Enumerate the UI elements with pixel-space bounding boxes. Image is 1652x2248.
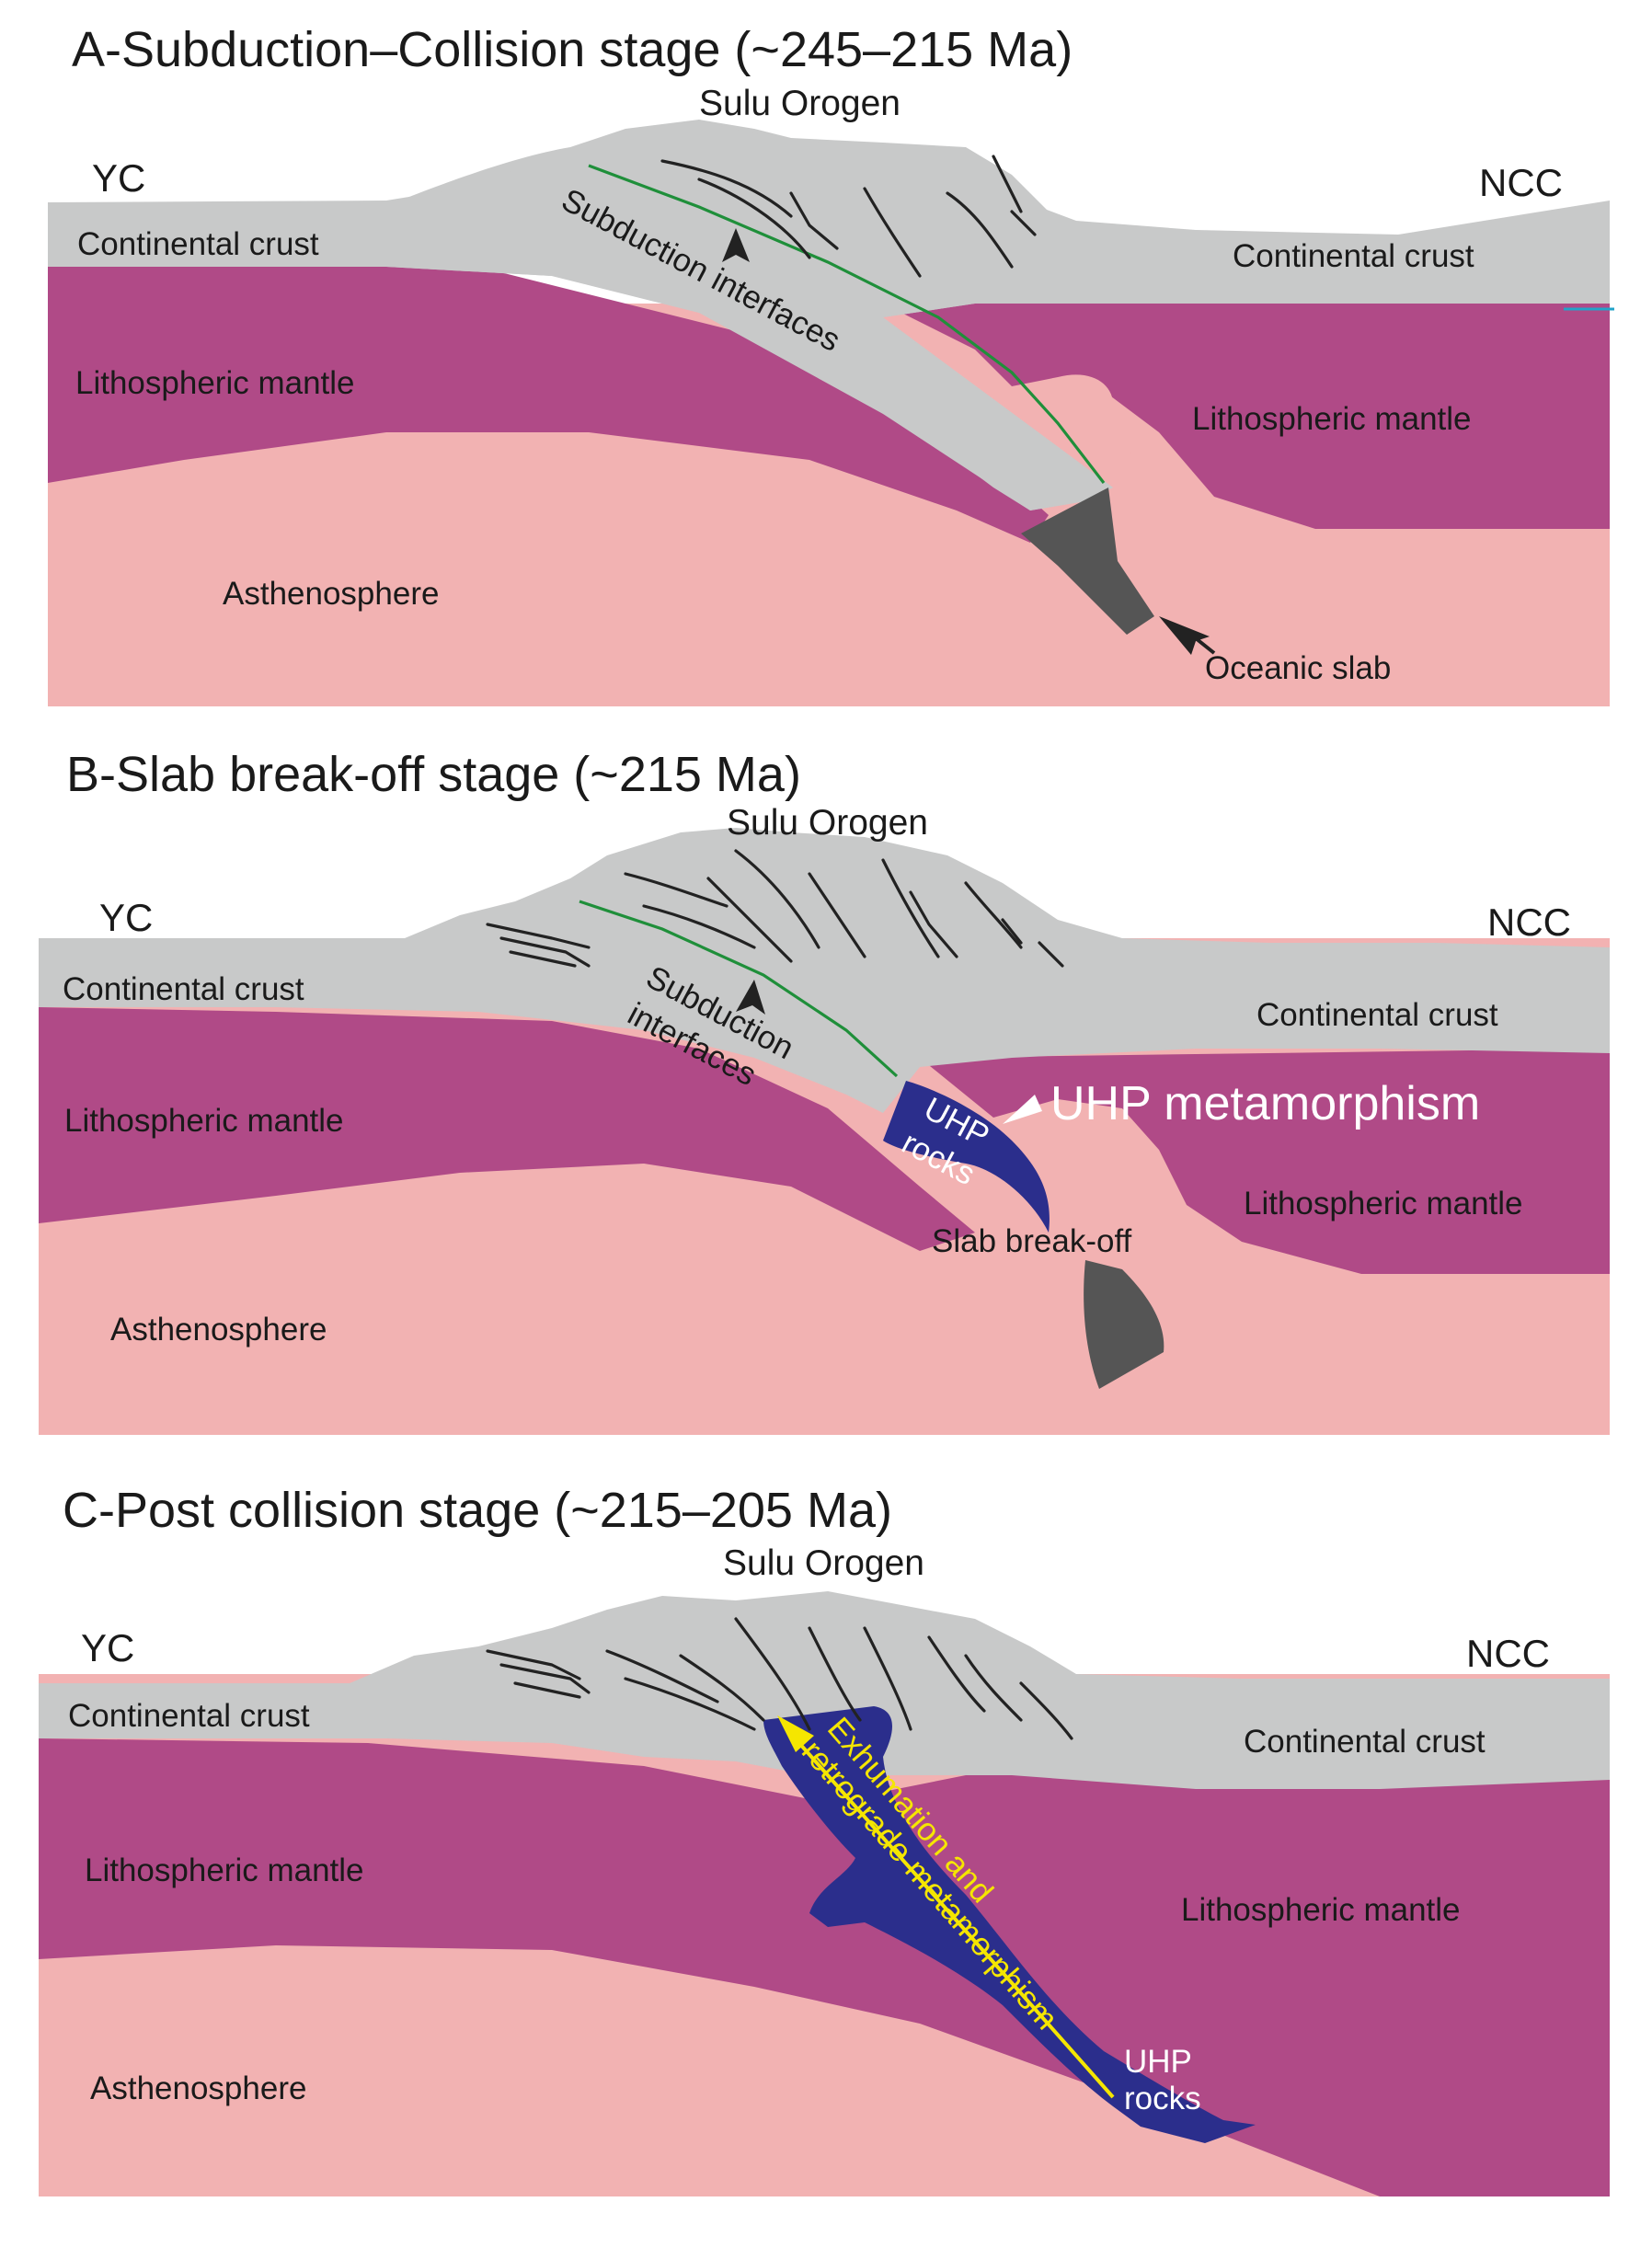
- panel-b-fault-lines: [486, 849, 1064, 968]
- panel-a-slab-arrow: [1159, 616, 1210, 655]
- panel-b-left-plate: YC: [99, 896, 153, 939]
- panel-c-title: C-Post collision stage (~215–205 Ma): [63, 1483, 892, 1538]
- panel-a-slab-arrow-shaft: [1189, 633, 1216, 655]
- panel-b-crust: [39, 828, 1610, 1113]
- panel-a-mantle-right-label: Lithospheric mantle: [1192, 401, 1472, 437]
- panel-a-crust-right-label: Continental crust: [1233, 238, 1474, 274]
- panel-b-uhp-metamorphism: UHP metamorphism: [1050, 1077, 1480, 1130]
- panel-a-subduction-interface: [588, 164, 1106, 484]
- panel-c-asthenosphere-label: Asthenosphere: [90, 2070, 306, 2106]
- panel-c-fault-lines: [486, 1617, 1073, 1740]
- panel-c-uhp-line1: UHP: [1124, 2044, 1192, 2080]
- panel-a-interface-arrow: [722, 228, 750, 262]
- panel-c-crust: [39, 1591, 1610, 1789]
- panel-c-mantle-right-label: Lithospheric mantle: [1181, 1892, 1461, 1928]
- panel-c-exhumation-arrow-shaft: [789, 1732, 1115, 2099]
- panel-b-right-plate: NCC: [1487, 900, 1571, 944]
- panel-a-mantle-left: [48, 262, 1049, 543]
- panel-b-title: B-Slab break-off stage (~215 Ma): [66, 747, 801, 802]
- panel-b-asthenosphere-label: Asthenosphere: [110, 1312, 327, 1348]
- panel-a-fault-lines: [660, 155, 1037, 278]
- panel-b-mantle-left: [39, 1007, 975, 1251]
- panel-b-slab-fragment: [1084, 1260, 1164, 1389]
- panel-a-crust-cover: [48, 121, 1610, 510]
- panel-c-orogen-label: Sulu Orogen: [723, 1543, 924, 1583]
- panel-a-mantle-left-label: Lithospheric mantle: [75, 365, 355, 401]
- panel-a-slab-label: Oceanic slab: [1205, 650, 1391, 686]
- panel-c-crust-left-label: Continental crust: [68, 1698, 310, 1734]
- panel-c-uhp-rocks: [763, 1706, 1256, 2143]
- panel-b-subduction-interface: [579, 900, 899, 1078]
- panel-b-mantle-left-label: Lithospheric mantle: [64, 1103, 344, 1139]
- panel-b-orogen-label: Sulu Orogen: [727, 803, 928, 843]
- panel-c: C-Post collision stage (~215–205 Ma) Sul…: [39, 1483, 1610, 2196]
- panel-a-title: A-Subduction–Collision stage (~245–215 M…: [72, 22, 1073, 77]
- panel-a-oceanic-slab: [1021, 487, 1154, 635]
- panel-c-mantle-left-label: Lithospheric mantle: [85, 1852, 364, 1888]
- panel-a-left-plate: YC: [92, 156, 145, 200]
- panel-b-interface-arrow: [736, 980, 765, 1015]
- panel-b-breakoff-label: Slab break-off: [932, 1223, 1132, 1259]
- panel-b-uhp-rocks: [883, 1081, 1050, 1233]
- panel-a: A-Subduction–Collision stage (~245–215 M…: [48, 22, 1614, 706]
- panel-c-uhp-line2: rocks: [1124, 2081, 1201, 2116]
- panel-c-left-plate: YC: [81, 1626, 134, 1669]
- panel-c-exhumation-arrow-head: [777, 1715, 814, 1752]
- panel-a-asthenosphere-label: Asthenosphere: [223, 576, 439, 612]
- panel-b-mantle-right: [920, 1049, 1610, 1274]
- panel-b-crust-right-label: Continental crust: [1256, 997, 1498, 1033]
- panel-a-mantle-right: [883, 304, 1610, 529]
- panel-b: B-Slab break-off stage (~215 Ma) Sulu Or…: [39, 747, 1610, 1435]
- panel-c-mantle: [39, 1738, 1610, 2196]
- panel-a-crust-left-label: Continental crust: [77, 226, 319, 262]
- panel-b-crust-left-label: Continental crust: [63, 971, 304, 1007]
- panel-a-orogen-label: Sulu Orogen: [699, 84, 901, 123]
- panel-b-uhp-arrow: [1003, 1095, 1042, 1124]
- panel-a-right-plate: NCC: [1479, 161, 1563, 204]
- panel-b-mantle-right-label: Lithospheric mantle: [1244, 1186, 1523, 1221]
- panel-c-crust-right-label: Continental crust: [1244, 1724, 1486, 1760]
- panel-c-right-plate: NCC: [1466, 1632, 1550, 1675]
